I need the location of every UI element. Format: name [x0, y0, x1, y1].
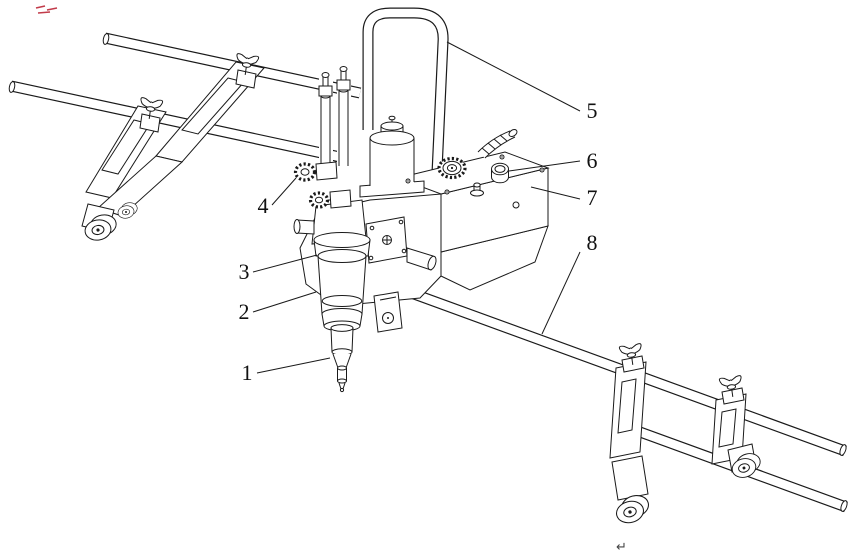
valve-wheels [293, 161, 352, 209]
grease-stud [470, 182, 484, 197]
callout-7: 7 [587, 185, 598, 210]
callout-2: 2 [239, 299, 250, 324]
callout-1: 1 [242, 360, 253, 385]
motor-cylinder [359, 115, 425, 198]
callout-5: 5 [587, 98, 598, 123]
handle [362, 7, 449, 173]
torch-nozzle [330, 324, 354, 393]
panel-screws [405, 154, 545, 195]
control-panel [405, 128, 545, 197]
callout-6: 6 [587, 148, 598, 173]
torch-assembly [293, 66, 371, 393]
leader-line-4 [271, 177, 297, 206]
flex-hose [477, 130, 511, 153]
callout-labels: 1 2 3 4 5 6 7 8 [239, 98, 598, 385]
leader-line-5 [446, 41, 581, 112]
red-watermark-mark [35, 5, 58, 14]
return-mark: ↵ [616, 540, 627, 555]
left-clamp-blocks [139, 69, 257, 133]
drive-foot [373, 291, 403, 333]
right-wheel-bracket-1 [611, 455, 649, 501]
side-plug [512, 201, 520, 209]
side-roller [406, 247, 437, 271]
gearbox [396, 151, 550, 291]
left-rail-assembly [8, 32, 362, 243]
panel-knob [491, 162, 509, 184]
callout-3: 3 [239, 259, 250, 284]
clamp-plate [365, 216, 408, 264]
leader-line-6 [508, 160, 581, 172]
callout-8: 8 [587, 230, 598, 255]
torch-barrel [313, 232, 371, 332]
right-support-plate-1 [609, 361, 647, 459]
left-cap-nut [293, 219, 315, 235]
leader-line-8 [541, 251, 581, 335]
right-support-assembly [609, 342, 764, 527]
speed-dial [437, 156, 467, 180]
gas-pipes [318, 66, 351, 170]
leader-lines [252, 41, 581, 374]
leader-line-7 [530, 186, 581, 200]
leader-line-2 [252, 291, 317, 313]
leader-line-1 [256, 357, 331, 374]
callout-4: 4 [258, 193, 269, 218]
machine [293, 7, 550, 393]
leader-line-3 [252, 254, 318, 273]
